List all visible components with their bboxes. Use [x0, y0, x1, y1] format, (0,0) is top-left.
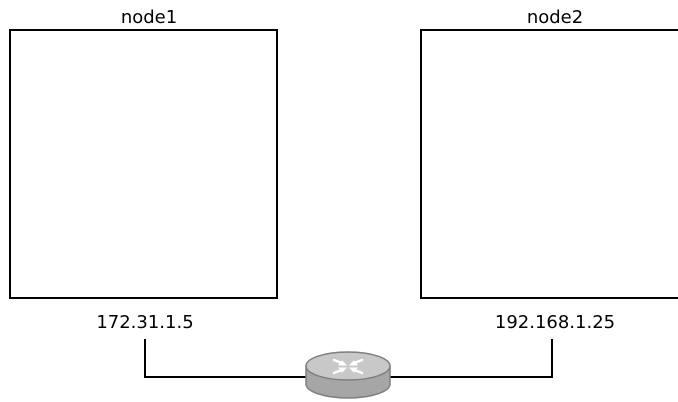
node2-title: node2 — [526, 7, 584, 28]
node1-ip-address: 172.31.1.5 — [96, 312, 194, 333]
link-router-node2 — [388, 339, 553, 378]
node1-box — [9, 29, 278, 299]
node2-box — [420, 29, 678, 299]
router-icon — [305, 351, 391, 399]
node2-ip-address: 192.168.1.25 — [494, 312, 616, 333]
link-node1-router — [144, 339, 308, 378]
node1-title: node1 — [120, 7, 178, 28]
